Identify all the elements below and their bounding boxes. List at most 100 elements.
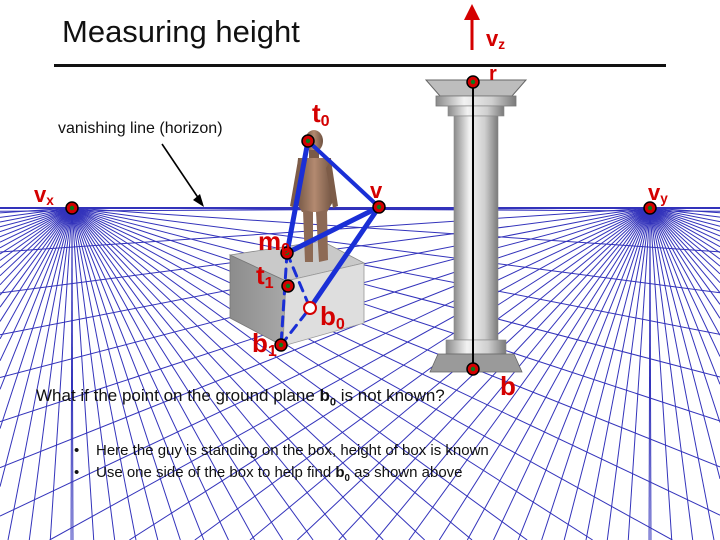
grid-ray-vx [71,207,720,422]
grid-ray-vy [338,207,651,540]
grid-ray-vx [0,207,73,218]
points [65,75,657,376]
point-b [466,362,480,376]
bullet-item: Use one side of the box to help find b0 … [72,464,489,484]
grid-ray-vx [7,207,73,540]
grid-ray-vx [71,207,720,335]
ground-grid [0,207,720,540]
grid-ray-vy [649,207,720,423]
grid-ray-vx [0,207,73,228]
grid-ray-vx [0,207,73,361]
point-vy [643,201,657,215]
grid-ray-vy [649,207,720,214]
grid-ray-vx [0,207,73,308]
grid-ray-vx [71,207,528,540]
grid-ray-vy [408,207,651,540]
point-b1 [274,338,288,352]
grid-ray-vy [129,207,651,540]
grid-ray-vy [649,207,720,357]
bullet-item: Here the guy is standing on the box, hei… [72,442,489,459]
line-m0-b0 [285,251,312,310]
grid-ray-vx [70,207,73,540]
box [228,240,366,347]
grid-ray-vx [71,207,593,540]
grid-ray-vx [0,207,73,243]
label-vy: vy [648,180,668,207]
label-t1: t1 [256,260,274,293]
horizon-pointer-arrow [161,143,204,207]
grid-ray-vy [49,207,651,540]
grid-ray-vx [71,207,181,540]
line-m0-b1 [279,251,289,347]
point-vx [65,201,79,215]
grid-ray-vy [517,207,651,540]
grid-ray-vx [0,207,73,249]
grid-ray-vy [649,207,720,479]
grid-ray-vy [649,207,673,540]
label-vz: vz [486,26,506,53]
label-t0: t0 [312,98,330,131]
grid-ray-vy [649,207,720,227]
grid-ray-vx [71,207,159,540]
grid-ray-vx [0,207,73,322]
grid-ray-vy [649,207,720,305]
construction-lines [279,81,474,370]
grid-ray-vx [0,207,73,261]
grid-ray-vy [649,207,720,336]
grid-ray-vy [606,207,651,540]
grid-ray-vy [0,207,651,469]
point-t0 [301,134,315,148]
page-title: Measuring height [62,14,300,49]
grid-ray-vy [649,207,694,540]
bullet-list: Here the guy is standing on the box, hei… [72,442,489,489]
point-r [466,75,480,89]
line-b1-b0 [279,306,312,347]
grid-ray-vy [466,207,651,540]
grid-ray-vx [0,207,73,238]
label-b1: b1 [252,328,277,361]
label-b: b [500,371,516,401]
point-m0 [280,246,294,260]
grid-ray-vx [71,207,720,294]
column [424,79,528,373]
grid-ray-vy [249,207,651,540]
grid-ray-vy [585,207,651,540]
grid-ray-vx [0,207,73,214]
grid-ray-vx [71,207,229,540]
line-m0-v [284,204,382,256]
grid-ray-vx [0,207,73,233]
grid-ray-vy [649,207,720,223]
grid-ray-vy [649,207,720,254]
grid-ray-vx [71,207,720,468]
grid-ray-vy [649,207,720,218]
grid-ray-vy [649,207,720,260]
grid-ray-vx [71,207,256,540]
grid-ray-vy [493,207,651,540]
line-t0-v [306,139,381,209]
vz-arrow [464,4,480,50]
grid-ray-vy [649,207,720,242]
grid-ray-vx [71,207,673,540]
grid-ray-vy [649,207,720,237]
grid-ray-vy [649,207,720,385]
grid-ray-vy [649,207,720,232]
grid-ray-vy [438,207,651,540]
grid-ray-vx [0,207,73,429]
label-b0: b0 [320,301,345,334]
grid-ray-vx [71,207,720,378]
grid-ray-vy [194,207,651,540]
grid-ray-vy [649,207,715,540]
grid-ray-vy [649,207,720,275]
grid-ray-vx [28,207,73,540]
grid-ray-vx [71,207,205,540]
grid-ray-vy [649,207,720,319]
point-t1 [281,279,295,293]
label-m0: m0 [258,226,291,259]
grid-ray-vx [71,207,473,540]
grid-ray-vy [649,207,720,248]
grid-ray-vy [649,207,652,540]
grid-ray-vx [0,207,73,269]
grid-ray-vx [0,207,73,277]
grid-ray-vx [71,207,137,540]
